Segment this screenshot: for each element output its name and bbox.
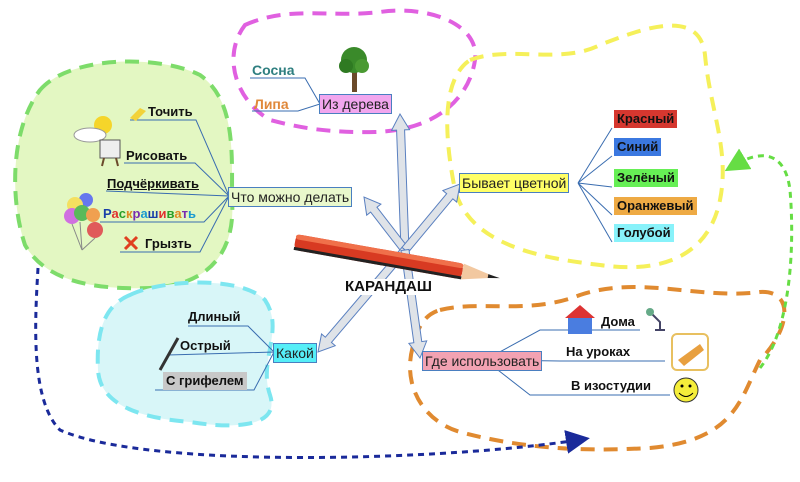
leaf-orange: Оранжевый bbox=[614, 197, 697, 215]
green-dashed-arrow bbox=[724, 148, 794, 369]
no-bite-icon bbox=[123, 235, 139, 251]
branch-arrows bbox=[317, 112, 461, 360]
colors-region bbox=[445, 23, 725, 270]
leaf-underline: Подчёркивать bbox=[107, 176, 199, 191]
usage-region bbox=[408, 285, 787, 452]
actions-region bbox=[13, 59, 235, 291]
wood-region bbox=[231, 8, 478, 135]
balloons-icon bbox=[64, 193, 103, 251]
leaf-color-in: Раскрашивать bbox=[103, 206, 196, 221]
leaf-sosna: Сосна bbox=[252, 62, 295, 78]
node-kind[interactable]: Какой bbox=[273, 343, 317, 363]
leaf-lead: С грифелем bbox=[163, 372, 247, 390]
leaf-blue: Синий bbox=[614, 138, 662, 156]
leaf-lessons: На уроках bbox=[566, 344, 631, 359]
leaf-lipa: Липа bbox=[254, 96, 289, 112]
arrow-to-actions bbox=[363, 196, 409, 254]
node-usage[interactable]: Где использовать bbox=[422, 351, 543, 371]
pencil-image bbox=[293, 234, 500, 280]
leaf-long: Длиный bbox=[188, 309, 241, 324]
node-wood[interactable]: Из дерева bbox=[319, 94, 392, 114]
leaf-sharpen: Точить bbox=[148, 104, 193, 119]
leaf-sharp: Острый bbox=[180, 338, 231, 353]
leaf-red: Красный bbox=[614, 110, 678, 128]
leaf-green: Зелёный bbox=[614, 169, 678, 187]
leaf-home: Дома bbox=[601, 314, 635, 329]
smiley-icon bbox=[673, 377, 699, 403]
leaf-art-studio: В изостудии bbox=[571, 378, 651, 393]
center-topic[interactable]: КАРАНДАШ bbox=[343, 278, 434, 295]
leaf-light-blue: Голубой bbox=[614, 224, 674, 242]
sun-cloud-icon bbox=[73, 116, 112, 143]
node-actions[interactable]: Что можно делать bbox=[228, 187, 353, 207]
arrow-to-wood bbox=[390, 112, 411, 251]
leaf-gnaw: Грызть bbox=[145, 236, 192, 251]
syringe-icon bbox=[158, 337, 180, 371]
pencil-paper-icon bbox=[671, 333, 709, 371]
leaf-draw: Рисовать bbox=[126, 148, 188, 163]
easel-icon bbox=[99, 139, 121, 167]
blue-dashed-arrow bbox=[34, 267, 590, 459]
tree-icon bbox=[339, 47, 369, 92]
sharpen-icon bbox=[130, 108, 146, 121]
node-colors[interactable]: Бывает цветной bbox=[459, 173, 570, 193]
lamp-icon bbox=[646, 308, 665, 331]
house-icon bbox=[565, 305, 595, 334]
arrow-to-colors bbox=[401, 183, 461, 254]
